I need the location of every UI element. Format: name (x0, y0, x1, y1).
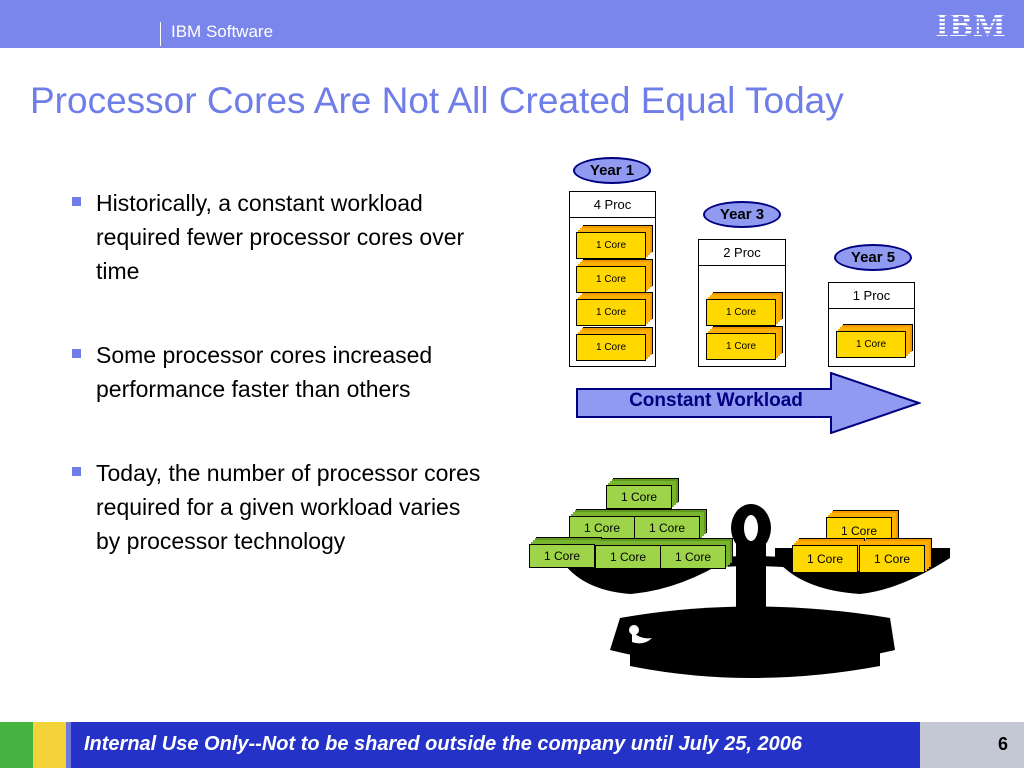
core-block: 1 Core (792, 545, 858, 573)
core-block: 1 Core (706, 299, 776, 326)
core-block: 1 Core (576, 299, 646, 326)
core-block: 1 Core (836, 331, 906, 358)
header-bar: IBM Software IBM (0, 0, 1024, 48)
core-block: 1 Core (576, 334, 646, 361)
workload-label: Constant Workload (629, 390, 803, 411)
slide-title: Processor Cores Are Not All Created Equa… (30, 80, 844, 121)
footer-confidential-text: Internal Use Only--Not to be shared outs… (84, 733, 802, 755)
footer-color-strip (33, 722, 66, 768)
green-core-block: 1 Core (569, 516, 635, 540)
bullet-text: Today, the number of processor cores req… (96, 460, 481, 554)
proc-label: 4 Proc (570, 192, 655, 218)
constant-workload-arrow-icon (576, 372, 921, 434)
bullet-item: Today, the number of processor cores req… (68, 456, 488, 558)
year-3-pill: Year 3 (703, 201, 781, 228)
core-block: 1 Core (859, 545, 925, 573)
proc-label: 1 Proc (829, 283, 914, 309)
footer-color-strip (0, 722, 33, 768)
footer-bar (66, 722, 920, 768)
proc-label: 2 Proc (699, 240, 785, 266)
green-core-block: 1 Core (595, 545, 661, 569)
green-core-block: 1 Core (660, 545, 726, 569)
footer-divider (66, 722, 71, 768)
ibm-logo-icon: IBM (936, 7, 1007, 41)
green-core-block: 1 Core (529, 544, 595, 568)
year-5-pill: Year 5 (834, 244, 912, 271)
page-number-box (920, 722, 1024, 768)
brand-label: IBM Software (171, 22, 274, 41)
bullet-text: Some processor cores increased performan… (96, 342, 433, 402)
green-core-block: 1 Core (606, 485, 672, 509)
core-block: 1 Core (706, 333, 776, 360)
header-divider (160, 22, 161, 46)
ibm-logo-text: IBM (936, 7, 1007, 41)
bullet-list: Historically, a constant workload requir… (68, 186, 488, 608)
bullet-item: Some processor cores increased performan… (68, 338, 488, 406)
bullet-text: Historically, a constant workload requir… (96, 190, 465, 284)
page-number: 6 (997, 734, 1008, 754)
bullet-item: Historically, a constant workload requir… (68, 186, 488, 288)
square-bullet-icon (72, 349, 81, 358)
square-bullet-icon (72, 467, 81, 476)
green-core-block: 1 Core (634, 516, 700, 540)
square-bullet-icon (72, 197, 81, 206)
year-1-pill: Year 1 (573, 157, 651, 184)
core-block: 1 Core (826, 517, 892, 545)
core-block: 1 Core (576, 232, 646, 259)
core-block: 1 Core (576, 266, 646, 293)
